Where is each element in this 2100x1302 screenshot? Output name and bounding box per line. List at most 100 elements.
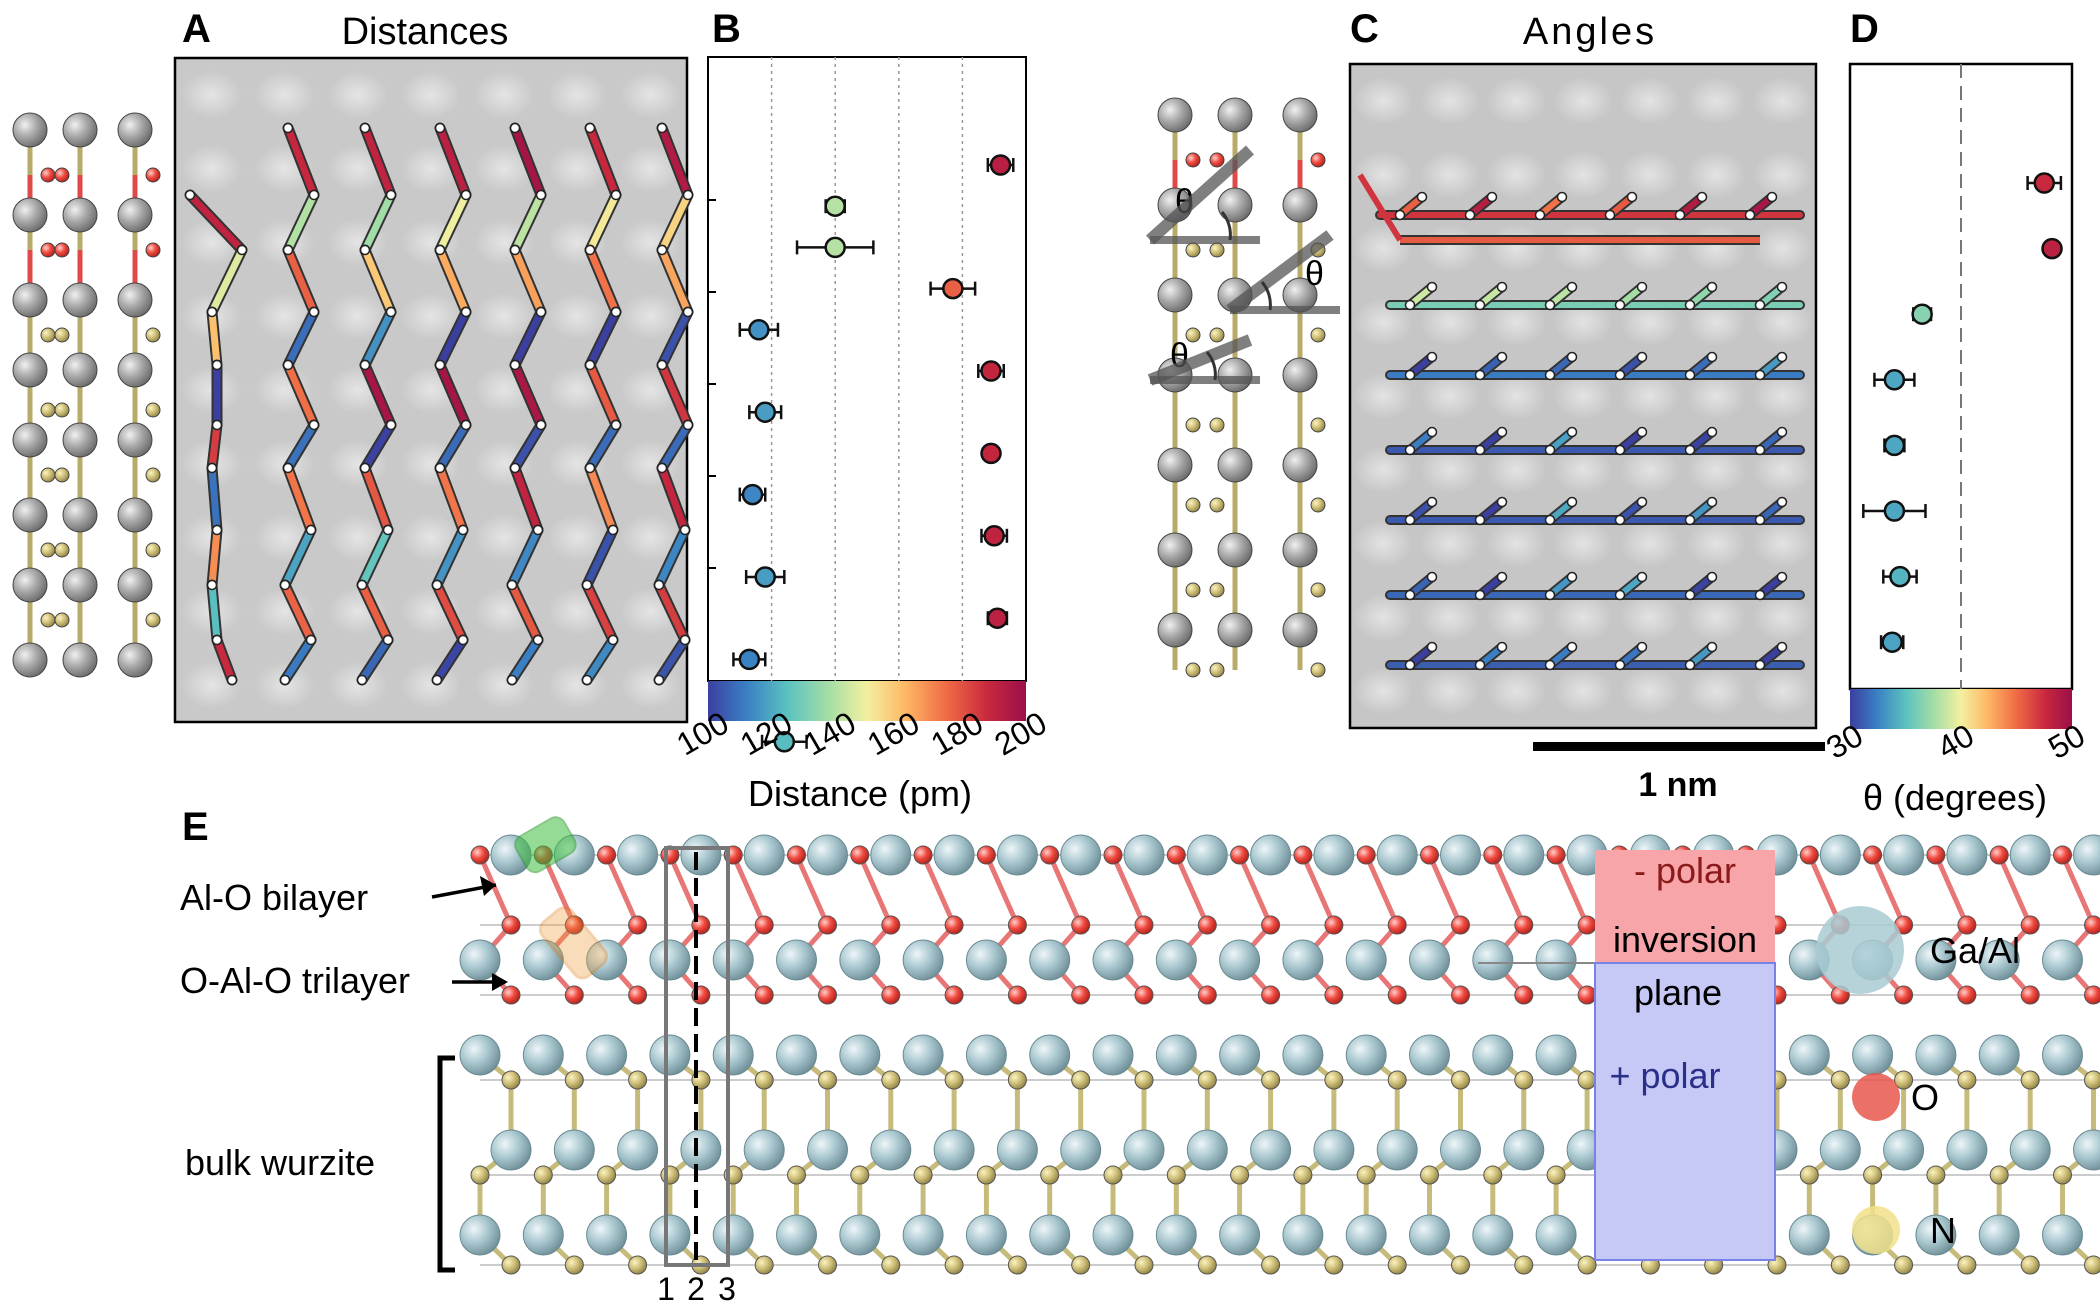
image-intensity-spot [1619,76,1680,125]
image-intensity-spot [1486,150,1547,199]
ga-al-atom [1219,939,1261,981]
atom-position [682,189,694,201]
angle-arc [1260,281,1272,311]
nitrogen-atom [754,1255,774,1275]
bond [186,191,246,254]
legend-ga-al-label: Ga/Al [1930,930,2020,971]
atom-position [1674,209,1686,221]
nitrogen-atom [1546,1165,1566,1185]
oxygen-atom [1310,152,1326,168]
ga-al-atom [712,1214,754,1256]
nitrogen-atom [1310,417,1326,433]
metal-atom [12,282,48,318]
atom-position [1684,659,1696,671]
oxygen-atom [1185,152,1201,168]
angle-chain-2 [1385,281,1805,311]
nitrogen-atom [40,612,56,628]
bond [284,308,318,369]
label-o-al-o-trilayer: O-Al-O trilayer [180,960,410,1001]
bond [1933,853,1970,927]
image-intensity-spot [1619,224,1680,273]
oxygen-atom [1546,845,1566,865]
atom-position [434,359,446,371]
nitrogen-atom [1185,327,1201,343]
image-intensity-spot [1419,150,1480,199]
image-intensity-spot [181,70,242,119]
atom-position [211,634,223,646]
bond [433,526,467,589]
atom-position [1426,496,1438,508]
nitrogen-atom [145,467,161,483]
nitrogen-atom [754,1070,774,1090]
atom-position [282,359,294,371]
ga-al-atom [1883,834,1925,876]
ga-al-atom [1155,1034,1197,1076]
image-intensity-spot [1619,445,1680,494]
atom-position [607,524,619,536]
oxygen-atom [54,242,70,258]
ga-al-atom [680,834,722,876]
atom-position [1416,191,1428,203]
image-intensity-spot [1553,224,1613,273]
bond [920,853,957,927]
atom-position [1754,369,1766,381]
bond [284,124,318,199]
bond [361,124,395,199]
metal-atom [1217,357,1253,393]
oxygen-atom [1420,845,1439,865]
atom-position [1426,571,1438,583]
ga-al-atom [617,834,659,876]
legend-n-swatch [1852,1206,1900,1254]
oxygen-atom [787,845,806,865]
ga-al-atom [1060,834,1102,876]
metal-atom [1282,357,1318,393]
atom-position [532,634,544,646]
bond [511,191,545,254]
ga-al-atom [553,1129,595,1171]
atom-position [1404,589,1416,601]
metal-atom [62,112,98,148]
nitrogen-atom [1310,327,1326,343]
atom-position [279,674,291,686]
atom-position [460,189,472,201]
nitrogen-atom [1209,582,1225,598]
ga-al-atom [2042,1034,2083,1076]
atom-position [1566,641,1578,653]
image-intensity-spot [1419,593,1480,642]
oxygen-atom [1577,985,1597,1005]
metal-atom [12,422,48,458]
atom-position [184,189,196,201]
legend-o-label: O [1911,1077,1939,1118]
bond [208,308,221,369]
ga-al-atom [1029,1034,1071,1076]
metal-atom [1157,97,1193,133]
minus-polar-region [1595,850,1775,963]
atom-position [211,524,223,536]
oxygen-atom [1209,152,1225,168]
bond [586,421,620,472]
image-intensity-spot [474,70,535,119]
data-point-5 [748,319,770,341]
atom-position [457,524,469,536]
ga-al-atom [522,1034,564,1076]
nitrogen-atom [1514,1070,1534,1090]
bond [361,246,395,316]
oxygen-atom [2020,985,2040,1005]
image-intensity-spot [620,513,681,562]
atom-position [305,524,317,536]
nitrogen-atom [1185,582,1201,598]
panel-c-title: Angles [1523,11,1657,53]
nitrogen-atom [1261,1255,1281,1275]
bond [586,246,620,316]
nitrogen-atom [628,1070,648,1090]
inversion-label: inversion [1613,919,1757,960]
bond [1300,853,1337,927]
nitrogen-atom [2020,1255,2040,1275]
data-point-4 [1883,369,1906,391]
nitrogen-atom [1007,1070,1027,1090]
oxygen-atom [1197,985,1217,1005]
image-intensity-spot [1553,298,1613,347]
atom-position [382,524,394,536]
bond [658,191,692,254]
ga-al-atom [965,939,1007,981]
